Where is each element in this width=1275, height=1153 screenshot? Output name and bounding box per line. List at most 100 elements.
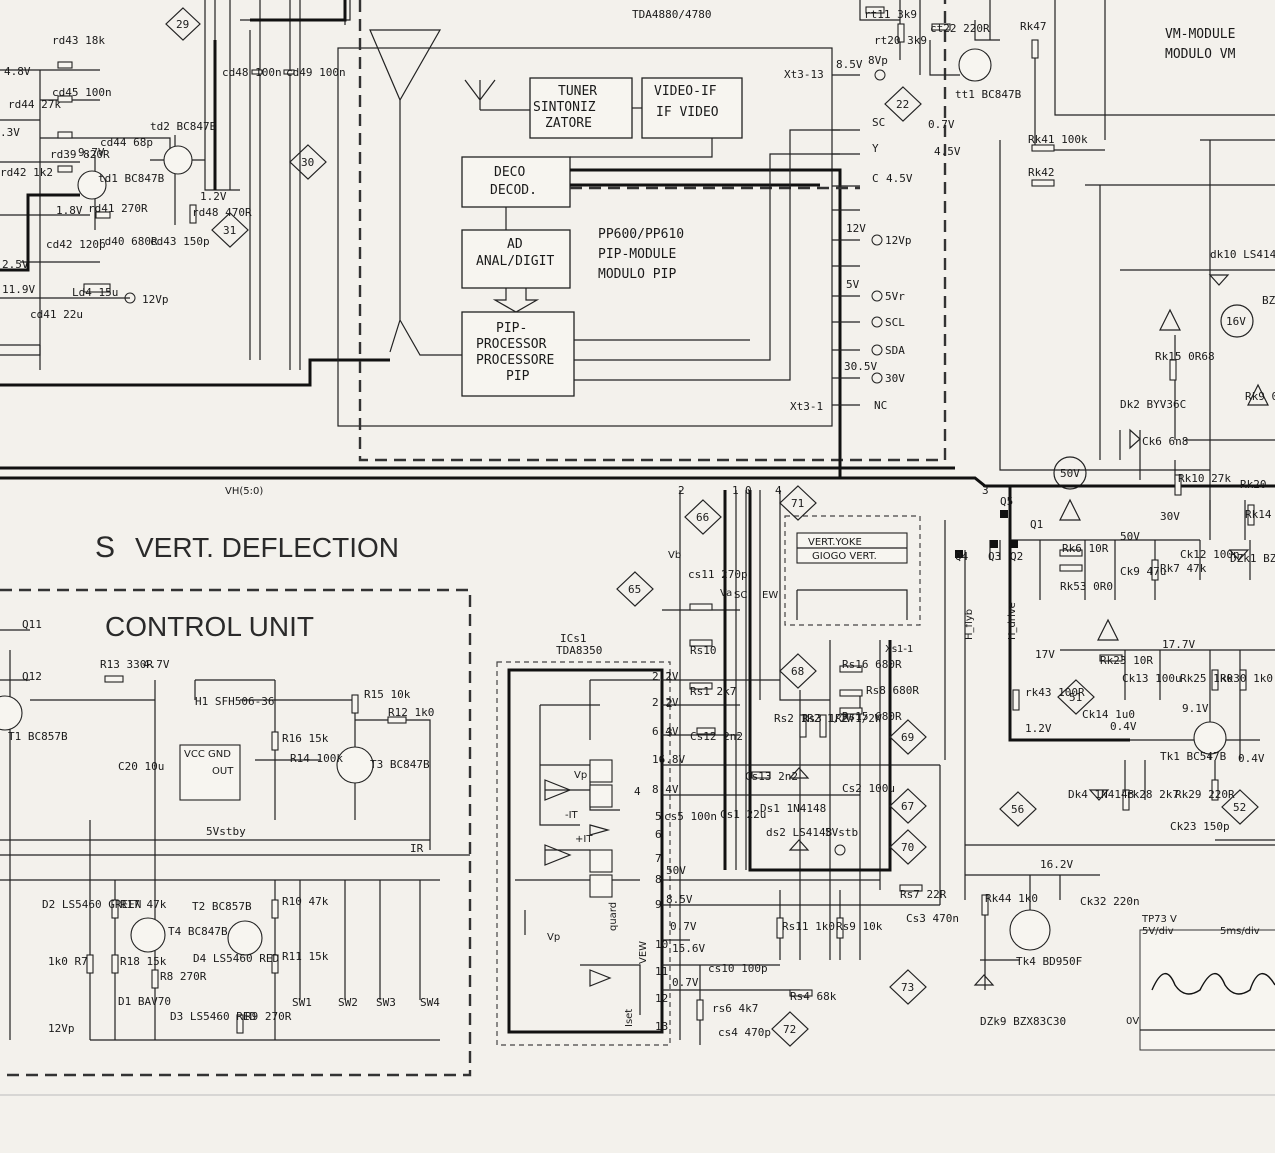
label: Cs2 100u bbox=[842, 782, 895, 795]
label: rd44 27k bbox=[8, 98, 61, 111]
vm-module-label: MODULO VM bbox=[1165, 47, 1236, 62]
label: SC bbox=[734, 590, 747, 601]
label: 17.7V bbox=[1162, 638, 1195, 651]
ic-ref-label: TDA4880/4780 bbox=[632, 8, 711, 21]
label: IR bbox=[410, 842, 424, 855]
label: 5Vstb bbox=[825, 826, 858, 839]
label: Cs13 2n2 bbox=[745, 770, 798, 783]
diamond-markers-top: 29 30 31 22 bbox=[165, 7, 922, 248]
label: Rk53 0R0 bbox=[1060, 580, 1113, 593]
label: Q5 bbox=[1000, 495, 1013, 508]
volt-label: 2.2V bbox=[652, 696, 679, 709]
pin-label: SCL bbox=[885, 316, 905, 329]
label: H_flyb bbox=[964, 609, 975, 640]
section-title: VERT. DEFLECTION bbox=[135, 532, 399, 563]
label: Rk44 1k0 bbox=[985, 892, 1038, 905]
label: R10 47k bbox=[282, 895, 329, 908]
ic-pin-label: Vp bbox=[547, 932, 560, 943]
label: Tk1 BC547B bbox=[1160, 750, 1227, 763]
label: 5Vstby bbox=[206, 825, 246, 838]
label: 12Vp bbox=[142, 293, 169, 306]
label: Q12 bbox=[22, 670, 42, 683]
bus-pin: 3 bbox=[982, 484, 989, 497]
marker-label: 29 bbox=[176, 18, 189, 31]
marker-label: 56 bbox=[1011, 803, 1024, 816]
label: R18 15k bbox=[120, 955, 167, 968]
ad-label: ANAL/DIGIT bbox=[476, 254, 554, 269]
label: cd43 150p bbox=[150, 235, 210, 248]
label: SW2 bbox=[338, 996, 358, 1009]
pin-label: SDA bbox=[885, 344, 905, 357]
label: VCC GND bbox=[184, 749, 231, 760]
bus-pin: 2 bbox=[678, 484, 685, 497]
label: Ck6 6n8 bbox=[1142, 435, 1188, 448]
top-left-labels: rd43 18k 4.8V cd45 100n rd44 27k .3V cd4… bbox=[0, 34, 346, 321]
label: Rk23 10R bbox=[1100, 654, 1153, 667]
label: D1 BAV70 bbox=[118, 995, 171, 1008]
label: Ck12 100n bbox=[1180, 548, 1240, 561]
label: R8 270R bbox=[160, 970, 207, 983]
label: Rs3 1R2 1/2W bbox=[802, 712, 882, 725]
processor-label: PROCESSOR bbox=[476, 337, 547, 352]
label: Rk15 0R68 bbox=[1155, 350, 1215, 363]
marker-label: 30 bbox=[301, 156, 314, 169]
marker-label: 51 bbox=[1069, 691, 1082, 704]
label: Rk41 100k bbox=[1028, 133, 1088, 146]
volt-label: 30.5V bbox=[844, 360, 877, 373]
control-unit: CONTROL UNIT Q11 Q12 T1 BC857B R13 330R … bbox=[0, 588, 472, 1077]
label: 16.2V bbox=[1040, 858, 1073, 871]
label: Ck32 220n bbox=[1080, 895, 1140, 908]
label: Rs4 68k bbox=[790, 990, 837, 1003]
pin-label: 8Vp bbox=[868, 54, 888, 67]
label: Va bbox=[720, 588, 732, 599]
label: rd39 820R bbox=[50, 148, 110, 161]
label: Q11 bbox=[22, 618, 42, 631]
label: cs11 270p bbox=[688, 568, 748, 581]
pin-number: 10 bbox=[655, 938, 668, 951]
label: tt1 BC847B bbox=[955, 88, 1022, 101]
tuner-label: TUNER bbox=[558, 84, 597, 99]
bus-pin: 0 bbox=[745, 484, 752, 497]
processor-label: PIP- bbox=[496, 321, 527, 336]
pip-title: PP600/PP610 bbox=[598, 227, 684, 242]
label: Ck23 150p bbox=[1170, 820, 1230, 833]
signal-label: C bbox=[872, 172, 879, 185]
marker-label: 73 bbox=[901, 981, 914, 994]
pin-label: NC bbox=[874, 399, 887, 412]
pin-number: 7 bbox=[655, 852, 662, 865]
label: R14 100k bbox=[290, 752, 343, 765]
label: Rs2 1R2 1/2W bbox=[774, 712, 854, 725]
label: H_drive bbox=[1007, 602, 1018, 640]
ic-pin-label: Iset bbox=[624, 1009, 635, 1027]
volt-label: 4.5V bbox=[886, 172, 913, 185]
label: Rk29 220R bbox=[1175, 788, 1235, 801]
label: EW bbox=[762, 590, 778, 601]
label: Tk4 BD950F bbox=[1016, 955, 1082, 968]
ic-pin-label: VEW bbox=[638, 941, 649, 964]
label: 17V bbox=[1035, 648, 1055, 661]
volt-label: 6.4V bbox=[652, 725, 679, 738]
deco-label: DECOD. bbox=[490, 183, 537, 198]
top-left-circuit bbox=[0, 0, 390, 387]
label: cd42 120p bbox=[46, 238, 106, 251]
label: D4 LS5460 RED bbox=[193, 952, 279, 965]
label: 1.2V bbox=[1025, 722, 1052, 735]
pin-label: 5Vr bbox=[885, 290, 905, 303]
pin-label: 30V bbox=[885, 372, 905, 385]
bus-label: VH(5:0) bbox=[225, 486, 263, 497]
label: Rk7 47k bbox=[1160, 562, 1207, 575]
top-right-circuit: rt11 3k9 rt20 3k9 ct22 220R tt1 BC847B R… bbox=[859, 0, 1275, 520]
pip-title: MODULO PIP bbox=[598, 267, 676, 282]
label: .3V bbox=[0, 126, 20, 139]
connector-label: Xt3-1 bbox=[790, 400, 823, 413]
label: Cs12 2n2 bbox=[690, 730, 743, 743]
label: DZk9 BZX83C30 bbox=[980, 1015, 1066, 1028]
label: Rk6 10R bbox=[1062, 542, 1109, 555]
label: T3 BC847B bbox=[370, 758, 430, 771]
label: cs10 100p bbox=[708, 962, 768, 975]
volt-label: 5V bbox=[846, 278, 860, 291]
marker-label: 70 bbox=[901, 841, 914, 854]
label: R16 15k bbox=[282, 732, 329, 745]
marker-label: 66 bbox=[696, 511, 709, 524]
video-if-label: VIDEO-IF bbox=[654, 84, 717, 99]
